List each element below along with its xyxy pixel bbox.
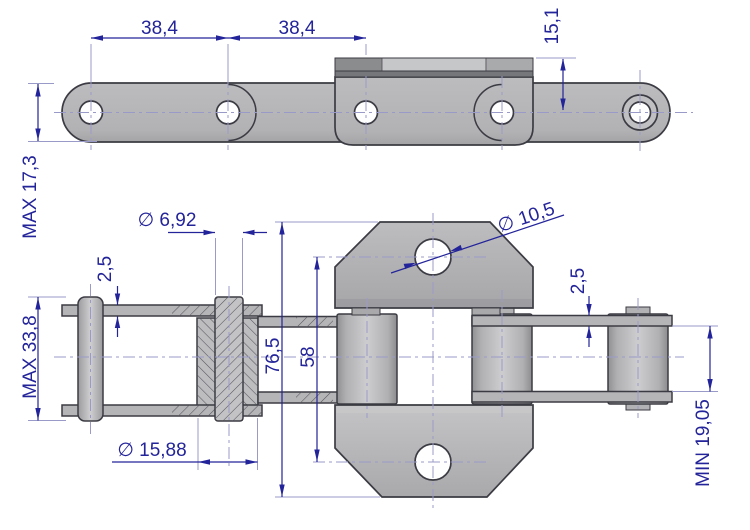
dim-plate-thickness-left-label: 2,5: [95, 256, 116, 282]
arrow: [560, 98, 566, 111]
arrow: [203, 229, 215, 236]
dim-plate-thickness-right-label: 2,5: [568, 268, 589, 294]
arrow: [35, 408, 41, 420]
attachment-foot: [351, 307, 381, 316]
arrow: [403, 262, 416, 270]
dim-pin-length: MAX 33,8: [20, 296, 66, 421]
arrow: [114, 316, 121, 328]
arrow: [707, 379, 713, 391]
inner-plate-right-top: [471, 314, 673, 327]
arrow: [586, 304, 592, 316]
arrow: [354, 35, 366, 41]
arrow: [198, 459, 210, 465]
arrow: [35, 84, 41, 97]
dim-overall-height-label: 76,5: [263, 338, 284, 375]
arrow: [228, 35, 240, 41]
arrow: [560, 58, 566, 71]
arrow: [279, 484, 285, 497]
tab-fold-seam: [334, 70, 534, 78]
dim-hole-spacing-label: 58: [298, 346, 319, 367]
dim-attachment-hole-label: ∅ 10,5: [495, 198, 557, 237]
top-view: [54, 57, 693, 155]
tab-segment-left: [334, 57, 383, 72]
dim-pitch-right-label: 38,4: [279, 18, 316, 39]
arrow: [707, 326, 713, 339]
bottom-view: [54, 213, 684, 508]
attachment-top: [334, 221, 534, 316]
arrow: [35, 297, 41, 310]
dim-hole-spacing: 58: [298, 257, 320, 462]
dim-pitch: 38,4 38,4: [90, 18, 367, 79]
attachment-top-shade: [336, 299, 532, 307]
inner-plate-mid-bottom-hatch: [296, 392, 333, 403]
inner-plate-right-bottom: [471, 390, 673, 403]
attachment-bottom: [334, 404, 534, 498]
dim-inner-width: MIN 19,05: [672, 325, 718, 487]
arrow: [314, 449, 320, 462]
arrow: [279, 222, 285, 235]
dim-plate-thickness-left: 2,5: [95, 256, 121, 337]
arrow: [114, 293, 121, 305]
dim-roller-diameter-label: ∅ 15,88: [117, 440, 186, 461]
arrow: [314, 257, 320, 270]
arrow: [216, 35, 228, 41]
dim-pin-length-label: MAX 33,8: [20, 315, 41, 398]
attachment-plate-top-view: [334, 76, 534, 146]
dim-tab-height: 15,1: [536, 8, 576, 111]
arrow: [35, 128, 41, 141]
dim-pitch-left-label: 38,4: [141, 18, 178, 39]
arrow: [450, 244, 463, 252]
attachment-tab: [334, 57, 534, 78]
attachment-foot: [471, 307, 501, 316]
dim-inner-width-label: MIN 19,05: [693, 399, 714, 487]
dim-plate-height: MAX 17,3: [20, 83, 97, 239]
attachment-bottom-shade: [336, 406, 532, 413]
dim-plate-thickness-right: 2,5: [568, 268, 592, 347]
arrow: [243, 229, 255, 236]
dim-roller-diameter: ∅ 15,88: [112, 418, 258, 470]
tab-segment-right: [485, 57, 534, 72]
dim-tab-height-label: 15,1: [542, 8, 563, 45]
bottom-view-center-lines: [54, 213, 684, 508]
arrow: [245, 459, 258, 465]
top-view-center-lines: [54, 70, 693, 155]
arrow: [91, 35, 103, 41]
dim-pin-diameter: ∅ 6,92: [138, 210, 267, 295]
arrow: [586, 326, 592, 338]
dim-plate-height-label: MAX 17,3: [20, 155, 41, 238]
dim-pin-diameter-label: ∅ 6,92: [138, 210, 197, 231]
inner-plate-mid-top-hatch: [296, 316, 333, 327]
tab-segment-middle: [381, 57, 487, 72]
dim-overall-height: 76,5: [263, 221, 380, 498]
